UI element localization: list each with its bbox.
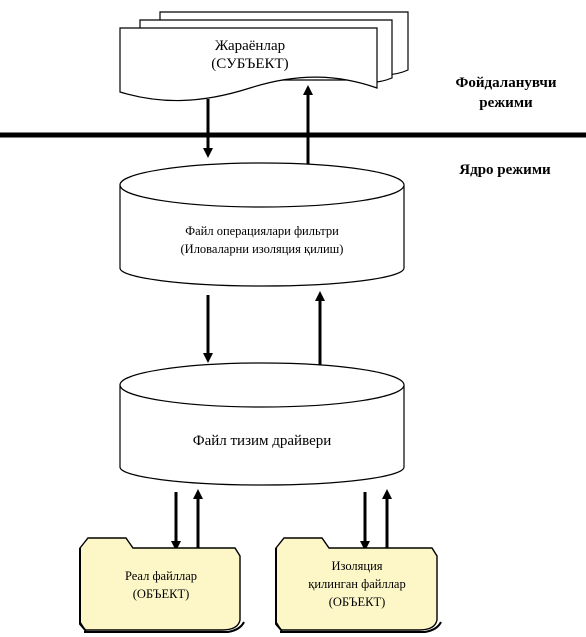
document-front-sheet <box>119 27 378 102</box>
driver-cylinder-top <box>119 362 405 408</box>
isolated-files-line1: Изоляция <box>331 559 383 573</box>
driver-cylinder-body <box>119 385 405 486</box>
filter-cylinder-body <box>119 185 405 287</box>
filter-cylinder <box>119 162 405 287</box>
filter-subtitle: (Иловаларни изоляция қилиш) <box>180 242 344 256</box>
driver-cylinder <box>119 362 405 486</box>
isolated-files-object-tag: (ОБЪЕКТ) <box>328 595 386 609</box>
processes-subject-tag: (СУБЪЕКТ) <box>211 56 289 72</box>
isolated-files-line2: қилинган файллар <box>308 577 406 591</box>
user-mode-line1: Фойдаланувчи <box>455 75 557 91</box>
kernel-mode-label: Ядро режими <box>459 162 551 178</box>
real-files-folder-icon <box>79 537 245 633</box>
isolated-files-label: Изоляция қилинган файллар (ОБЪЕКТ) <box>282 557 432 611</box>
processes-document-stack <box>119 11 409 102</box>
real-files-label: Реал файллар (ОБЪЕКТ) <box>86 567 236 603</box>
isolated-files-folder-icon <box>275 537 442 633</box>
filter-cylinder-top <box>119 162 405 208</box>
processes-label: Жараёнлар (СУБЪЕКТ) <box>150 37 350 73</box>
processes-title: Жараёнлар <box>214 38 286 54</box>
user-mode-label: Фойдаланувчи режими <box>436 73 576 113</box>
driver-label: Файл тизим драйвери <box>192 433 332 449</box>
user-mode-line2: режими <box>479 95 533 111</box>
filter-label: Файл операциялари фильтри (Иловаларни из… <box>130 222 394 258</box>
real-files-object-tag: (ОБЪЕКТ) <box>132 587 190 601</box>
filter-title: Файл операциялари фильтри <box>185 224 339 238</box>
real-files-title: Реал файллар <box>124 569 198 583</box>
